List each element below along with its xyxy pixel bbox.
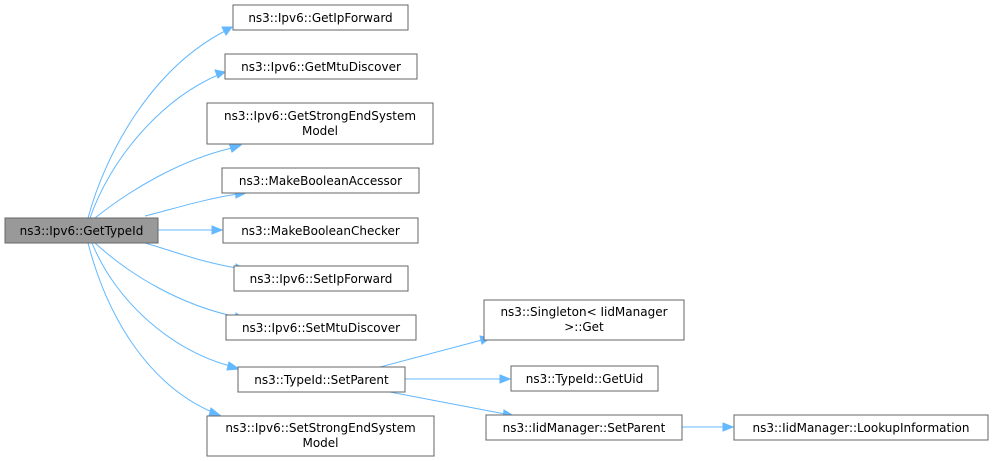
node-typeid-getuid[interactable]: ns3::TypeId::GetUid <box>510 365 659 392</box>
edge-gettypeid-getmtudiscover <box>89 74 219 219</box>
node-label: ns3::IidManager::LookupInformation <box>753 421 970 435</box>
edge-arrow <box>211 225 224 235</box>
edge-arrow <box>722 422 735 432</box>
node-iidmanager-setparent[interactable]: ns3::IidManager::SetParent <box>485 414 683 441</box>
node-label: ns3::Ipv6::GetStrongEndSystem <box>224 109 416 123</box>
node-makebooleanchecker[interactable]: ns3::MakeBooleanChecker <box>222 217 419 244</box>
node-getstrongendsystemmodel[interactable]: ns3::Ipv6::GetStrongEndSystem Model <box>206 102 434 145</box>
node-iidmanager-lookupinformation[interactable]: ns3::IidManager::LookupInformation <box>733 414 989 441</box>
edge-arrow <box>208 407 223 417</box>
node-label: ns3::MakeBooleanChecker <box>241 224 400 238</box>
edge-gettypeid-typeidsetparent <box>91 242 231 367</box>
edge-arrow <box>226 361 241 371</box>
node-setstrongendsystemmodel[interactable]: ns3::Ipv6::SetStrongEndSystem Model <box>206 415 435 457</box>
node-label: ns3::IidManager::SetParent <box>503 421 666 435</box>
node-label: ns3::Ipv6::SetMtuDiscover <box>242 321 400 335</box>
node-label: ns3::Ipv6::GetTypeId <box>20 224 144 238</box>
edge-gettypeid-getstrongend <box>94 147 233 219</box>
edge-gettypeid-makeboolaccessor <box>144 193 238 217</box>
edge-arrow <box>499 374 512 384</box>
edge-gettypeid-setipforward <box>144 242 238 269</box>
node-label: >::Get <box>564 320 604 334</box>
edge-typeidsetparent-iidsetparent <box>389 391 506 415</box>
node-makebooleanaccessor[interactable]: ns3::MakeBooleanAccessor <box>221 167 420 194</box>
node-getmtudiscover[interactable]: ns3::Ipv6::GetMtuDiscover <box>224 53 418 80</box>
node-label: ns3::TypeId::SetParent <box>254 373 389 387</box>
node-label: ns3::Ipv6::SetIpForward <box>250 272 393 286</box>
node-getipforward[interactable]: ns3::Ipv6::GetIpForward <box>232 4 409 31</box>
node-typeid-setparent[interactable]: ns3::TypeId::SetParent <box>237 366 406 393</box>
node-label: ns3::Singleton< IidManager <box>500 305 667 319</box>
node-label: ns3::TypeId::GetUid <box>526 372 644 386</box>
edge-gettypeid-setmtudiscover <box>94 242 238 318</box>
node-setipforward[interactable]: ns3::Ipv6::SetIpForward <box>233 265 409 292</box>
node-label: Model <box>302 124 338 138</box>
node-label: ns3::Ipv6::SetStrongEndSystem <box>225 421 415 435</box>
edge-arrow <box>221 26 233 36</box>
edge-typeidsetparent-singletonget <box>379 339 483 368</box>
nodes: ns3::Ipv6::GetTypeId ns3::Ipv6::GetIpFor… <box>4 4 989 457</box>
node-label: ns3::MakeBooleanAccessor <box>239 174 402 188</box>
node-setmtudiscover[interactable]: ns3::Ipv6::SetMtuDiscover <box>225 314 417 341</box>
edge-gettypeid-setstrongend <box>87 242 213 413</box>
edge-gettypeid-getipforward <box>87 30 226 219</box>
node-gettypeid[interactable]: ns3::Ipv6::GetTypeId <box>4 217 159 244</box>
node-label: Model <box>302 436 338 450</box>
node-label: ns3::Ipv6::GetMtuDiscover <box>241 60 401 74</box>
edge-arrow <box>214 69 227 79</box>
node-singleton-get[interactable]: ns3::Singleton< IidManager >::Get <box>483 299 685 341</box>
node-label: ns3::Ipv6::GetIpForward <box>248 11 392 25</box>
